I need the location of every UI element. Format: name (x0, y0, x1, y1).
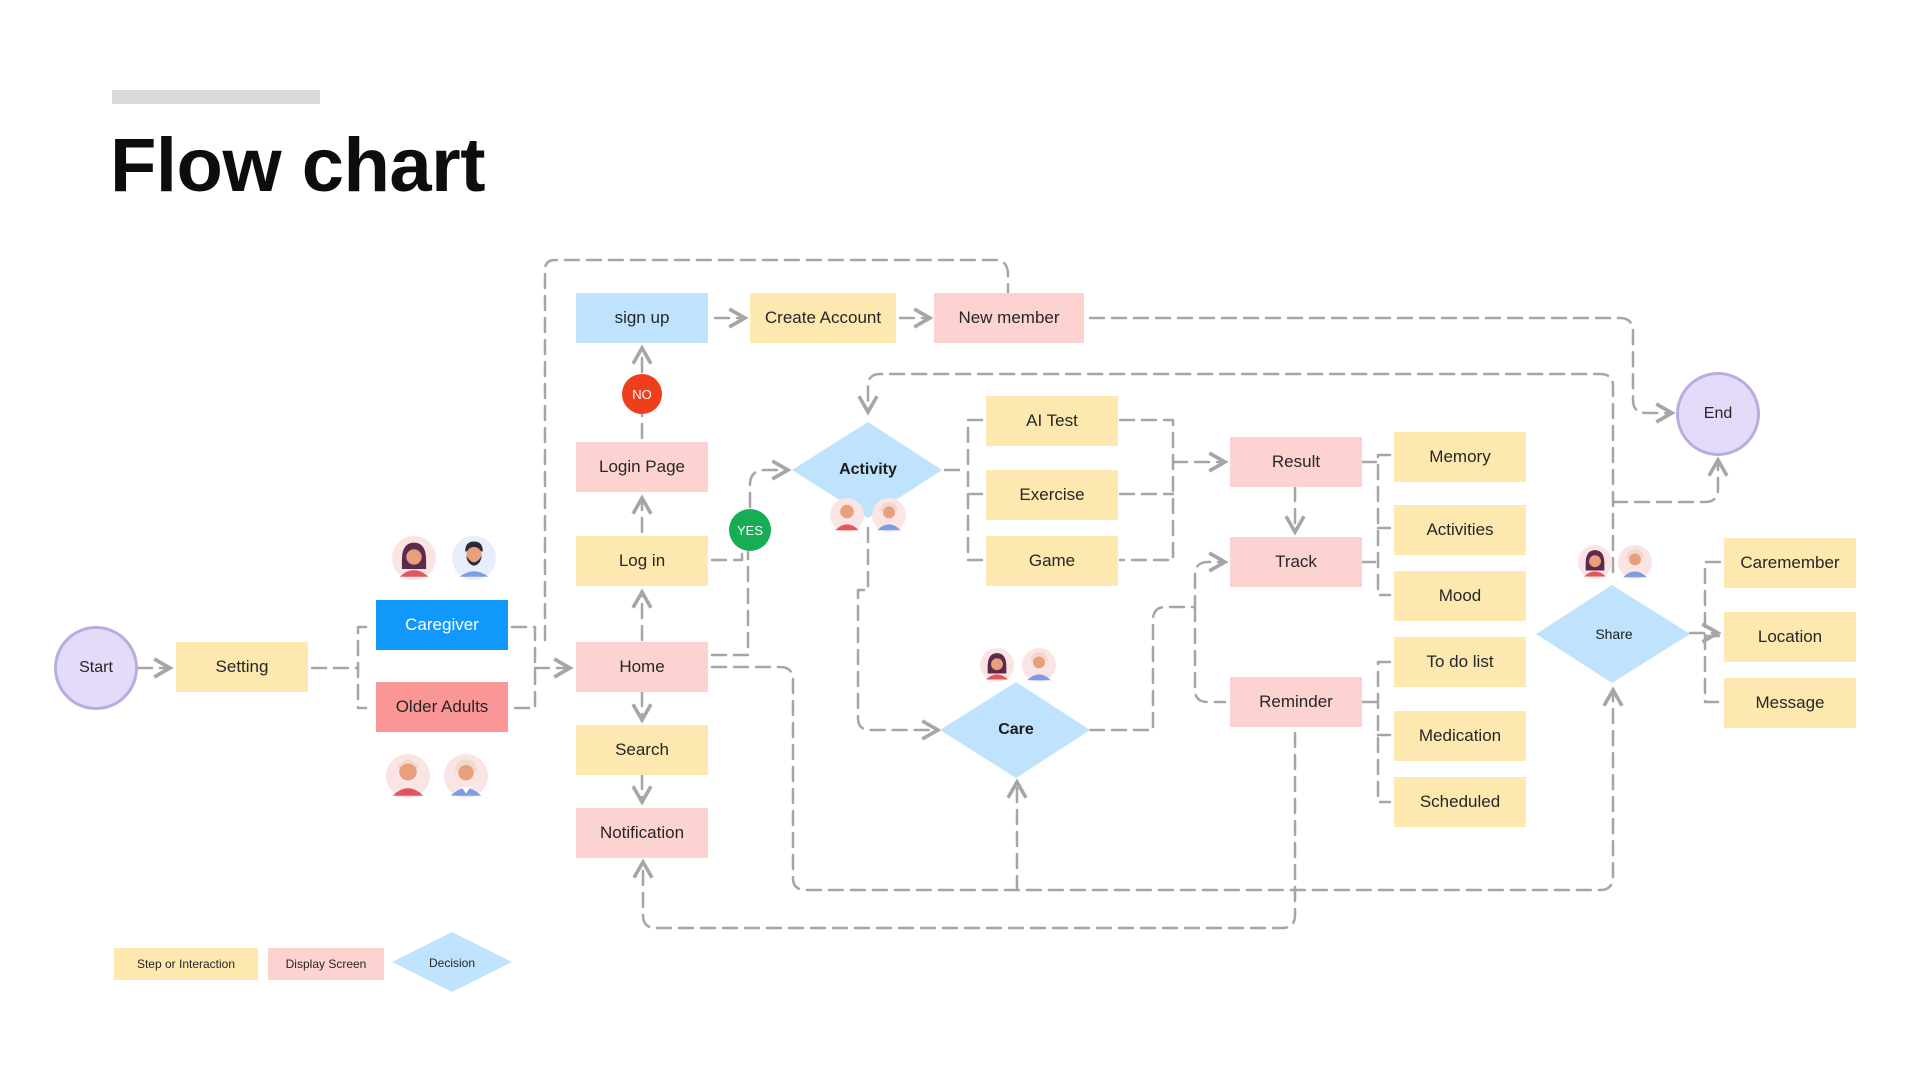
new-member-screen: New member (934, 293, 1084, 343)
ai-test-step: AI Test (986, 396, 1118, 446)
connector-activity-care (856, 526, 942, 741)
older-man-avatar-icon (386, 754, 430, 798)
connector-home-yes (710, 550, 750, 657)
bracket-share-options (1703, 560, 1722, 704)
share-older-woman-avatar-icon (1618, 545, 1652, 579)
no-badge: NO (622, 374, 662, 414)
older-woman-avatar-icon (444, 754, 488, 798)
bracket-track-items (1360, 453, 1392, 597)
care-decision-diamond (940, 682, 1090, 778)
share-decision-diamond (1536, 585, 1690, 683)
exercise-step: Exercise (986, 470, 1118, 520)
notification-screen: Notification (576, 808, 708, 858)
connector-home-bottom (710, 665, 1624, 892)
end-node: End (1676, 372, 1760, 456)
message-step: Message (1724, 678, 1856, 728)
connector-share-end (1611, 456, 1729, 504)
care-female-avatar-icon (980, 648, 1014, 682)
title-accent-bar (112, 90, 320, 104)
memory-step: Memory (1394, 432, 1526, 482)
older-adults-role: Older Adults (376, 682, 508, 732)
result-screen: Result (1230, 437, 1362, 487)
sign-up-screen: sign up (576, 293, 708, 343)
medication-step: Medication (1394, 711, 1526, 761)
caregiver-role: Caregiver (376, 600, 508, 650)
connector-care-reminder (1193, 605, 1227, 704)
activity-decision-diamond (792, 422, 942, 518)
share-female-avatar-icon (1578, 545, 1612, 579)
home-screen: Home (576, 642, 708, 692)
bracket-activity-items (966, 418, 984, 562)
bracket-subitems-right (1118, 418, 1175, 562)
log-in-step: Log in (576, 536, 708, 586)
connector-share-activity (857, 372, 1615, 574)
connector-loop-top (543, 258, 1010, 642)
connector-newmember-end (1088, 316, 1676, 424)
connector-reminder-notification (632, 731, 1297, 930)
page-title: Flow chart (110, 123, 486, 208)
setting-step: Setting (176, 642, 308, 692)
search-step: Search (576, 725, 708, 775)
connector-roles-home (510, 625, 537, 710)
legend-decision-diamond (392, 932, 512, 992)
activity-decision-label: Activity (839, 461, 897, 478)
scheduled-step: Scheduled (1394, 777, 1526, 827)
activity-older-man-avatar-icon (830, 498, 864, 532)
reminder-screen: Reminder (1230, 677, 1362, 727)
location-step: Location (1724, 612, 1856, 662)
share-decision-label: Share (1595, 626, 1633, 642)
start-node: Start (54, 626, 138, 710)
track-screen: Track (1230, 537, 1362, 587)
activity-older-woman-avatar-icon (872, 498, 906, 532)
caremember-step: Caremember (1724, 538, 1856, 588)
legend-decision: Decision (428, 956, 476, 970)
female-avatar-icon (392, 536, 436, 580)
care-decision-label: Care (998, 721, 1034, 738)
create-account-step: Create Account (750, 293, 896, 343)
care-older-woman-avatar-icon (1022, 648, 1056, 682)
connector-login-yes (710, 550, 744, 562)
bracket-reminder-items (1360, 660, 1392, 804)
male-avatar-icon (452, 536, 496, 580)
connector-yes-activity (748, 459, 792, 509)
connector-care-track (1088, 551, 1229, 732)
legend-step: Step or Interaction (114, 948, 258, 980)
activities-step: Activities (1394, 505, 1526, 555)
game-step: Game (986, 536, 1118, 586)
to-do-list-step: To do list (1394, 637, 1526, 687)
login-page-screen: Login Page (576, 442, 708, 492)
bracket-roles-left (356, 625, 368, 710)
legend-display: Display Screen (268, 948, 384, 980)
mood-step: Mood (1394, 571, 1526, 621)
yes-badge: YES (729, 509, 771, 551)
